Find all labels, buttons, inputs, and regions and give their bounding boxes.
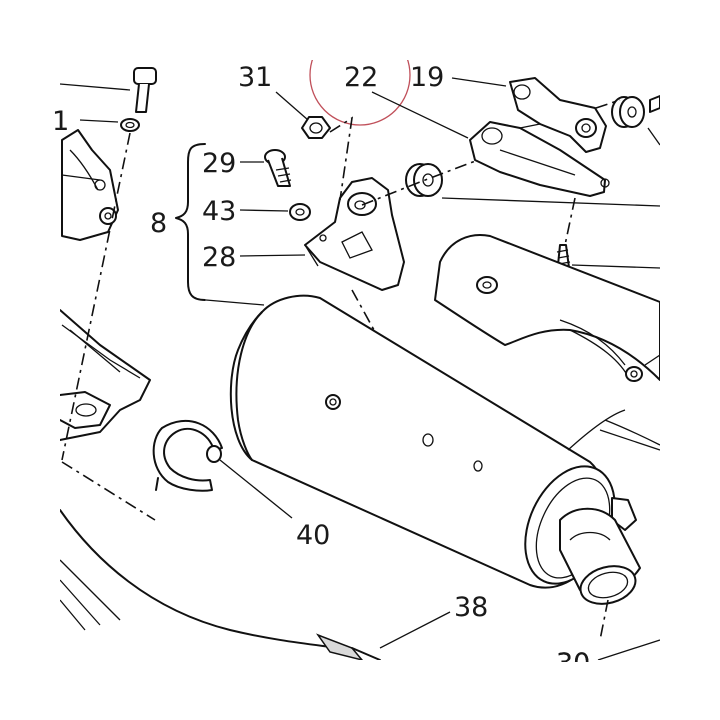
label-part-30-edge: 30: [556, 648, 590, 679]
label-part-22: 22: [344, 62, 378, 93]
label-part-38: 38: [454, 592, 488, 623]
bolt-part-29: [264, 149, 292, 187]
label-part-29: 29: [202, 148, 236, 179]
label-part-1-edge: 1: [52, 106, 69, 137]
heat-shield: [434, 234, 661, 382]
label-part-28: 28: [202, 242, 236, 273]
nut-part-31: [301, 116, 331, 139]
leader-lines: [59, 77, 661, 661]
grommet-part-22: [405, 163, 443, 197]
top-right-grommets: [595, 95, 661, 128]
label-part-19: 19: [410, 62, 444, 93]
tail-pipe: [559, 497, 641, 641]
label-part-8: 8: [150, 208, 167, 239]
label-part-40: 40: [296, 520, 330, 551]
bracket-plate-part-28: [304, 177, 405, 291]
washer-part-43: [289, 203, 311, 221]
clamp-part-40: [61, 419, 223, 521]
left-frame-assembly: [59, 67, 381, 662]
hanger-bracket-part-19: [469, 77, 610, 197]
label-part-31: 31: [238, 62, 272, 93]
label-part-43: 43: [202, 196, 236, 227]
